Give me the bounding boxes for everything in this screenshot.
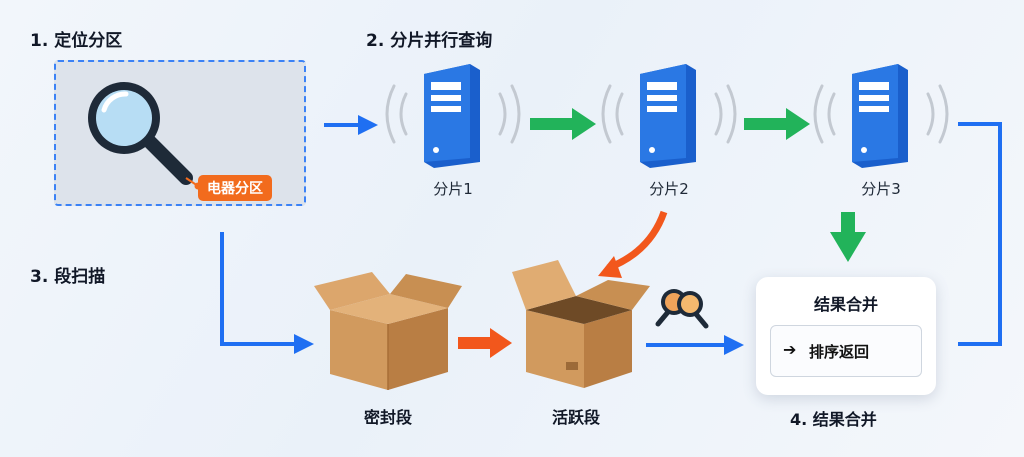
cardboard-box-icon [314,272,462,390]
connector-shard3-to-merge [958,122,1002,346]
shard-1-label: 分片1 [433,180,473,198]
active-segment-label: 活跃段 [551,408,600,427]
active-segment [504,258,654,396]
server-icon [813,64,949,168]
arrow-right-icon: ➔ [783,340,797,359]
arrow-partition-to-shard1 [324,115,378,135]
scan-magnifier [650,284,710,338]
arrow-sealed-to-active [458,328,512,358]
sort-return-box: ➔ 排序返回 [770,325,922,377]
step-query-title: 2. 分片并行查询 [366,31,493,51]
partition-tag: 电器分区 [198,175,272,201]
arrow-partition-to-sealed [220,232,314,354]
arrow-shard2-to-shard3 [744,108,810,140]
shard-1 [378,58,528,174]
sort-return-label: 排序返回 [809,343,870,361]
sealed-segment [310,266,466,398]
step-scan-title: 3. 段扫描 [30,267,106,287]
step-merge-title: 4. 结果合并 [790,410,877,429]
arrow-shard3-to-merge [830,212,866,262]
arrow-active-to-merge [646,335,744,355]
shard-2-label: 分片2 [649,180,689,198]
server-icon [385,64,521,168]
sealed-segment-label: 密封段 [363,408,412,427]
merge-card: 结果合并 ➔ 排序返回 [756,277,936,395]
arrow-shard1-to-shard2 [530,108,596,140]
shard-3 [806,58,956,174]
double-magnifier-icon [655,289,709,329]
step-locate-title: 1. 定位分区 [30,31,123,51]
shard-3-label: 分片3 [861,180,901,198]
shard-2 [594,58,744,174]
arrow-shard2-to-active-segment [598,210,668,278]
partition-panel [54,60,306,206]
cardboard-box-icon [512,260,650,388]
merge-card-title: 结果合并 [813,295,878,314]
server-icon [601,64,737,168]
magnifier-icon [88,82,202,190]
